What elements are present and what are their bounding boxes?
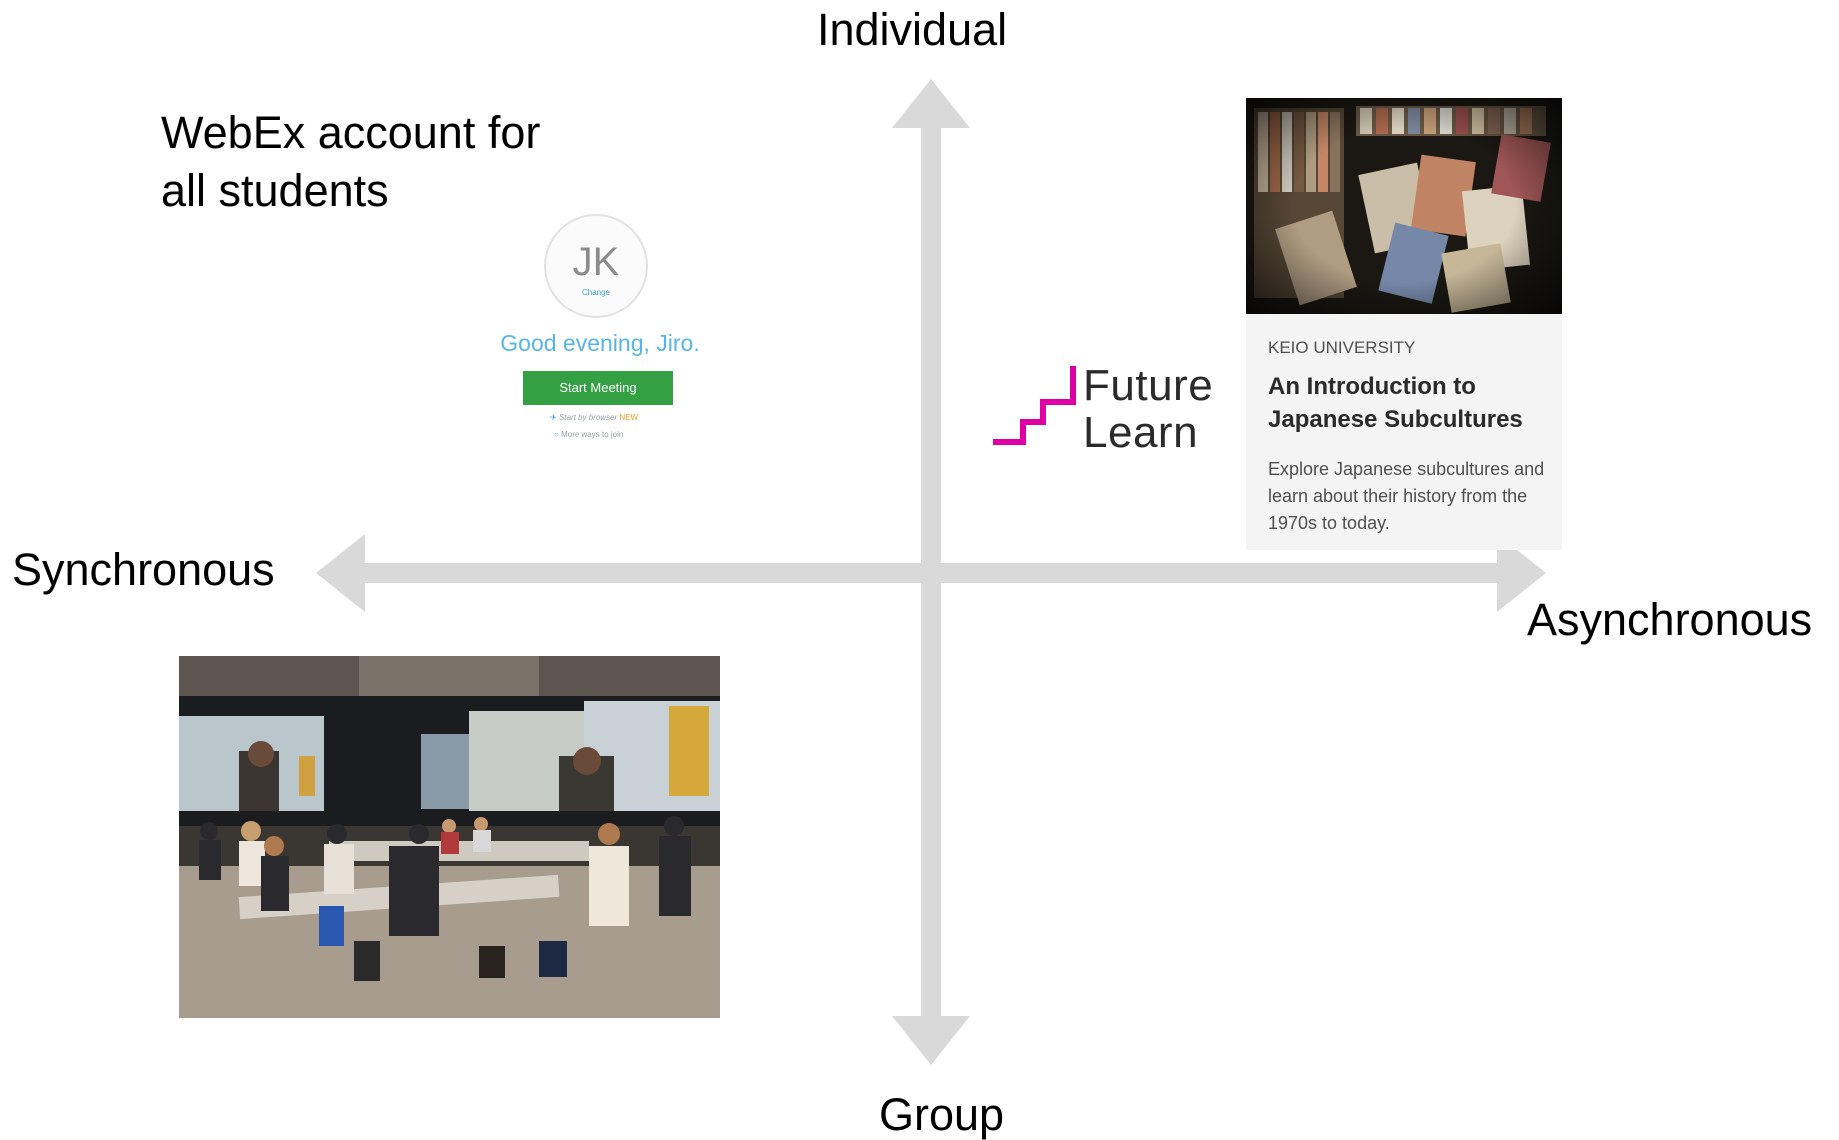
avatar[interactable]: JK Change (544, 214, 648, 318)
webex-caption: WebEx account for all students (161, 104, 540, 220)
greeting-text: Good evening, Jiro. (500, 330, 700, 356)
axis-label-synchronous: Synchronous (12, 544, 275, 595)
webex-screenshot: JK Change Good evening, Jiro. Start Meet… (490, 210, 730, 450)
video-conference-classroom-photo (179, 656, 720, 1018)
futurelearn-logo: Future Learn (993, 362, 1223, 462)
up-arrow-head (892, 79, 970, 128)
axis-label-asynchronous: Asynchronous (1527, 594, 1813, 645)
axis-label-group: Group (879, 1089, 1005, 1140)
axis-label-individual: Individual (817, 4, 1008, 55)
browser-icon: ✈ (550, 413, 557, 422)
start-by-browser-link[interactable]: ✈ Start by browser NEW (550, 413, 638, 422)
course-description: Explore Japanese subcultures and learn a… (1268, 459, 1545, 533)
browser-link-label: Start by browser (558, 413, 618, 422)
horizontal-axis-shaft (360, 563, 1510, 583)
right-arrow-head (1497, 534, 1546, 612)
start-meeting-button[interactable]: Start Meeting (523, 371, 673, 405)
avatar-initials: JK (572, 240, 620, 284)
futurelearn-staircase-icon (993, 366, 1076, 445)
more-ways-label: More ways to join (561, 430, 624, 439)
down-arrow-head (892, 1016, 970, 1065)
course-university: KEIO UNIVERSITY (1268, 338, 1416, 357)
logo-word-learn: Learn (1083, 408, 1199, 457)
course-title[interactable]: An Introduction to Japanese Subcultures (1268, 373, 1523, 433)
more-ways-to-join-link[interactable]: ○ More ways to join (554, 430, 623, 439)
logo-word-future: Future (1083, 361, 1214, 410)
left-arrow-head (316, 534, 365, 612)
new-badge: NEW (619, 413, 639, 422)
webex-caption-line2: all students (161, 165, 389, 216)
webex-caption-line1: WebEx account for (161, 107, 541, 158)
avatar-change-link[interactable]: Change (581, 288, 611, 297)
info-icon: ○ (554, 430, 559, 439)
course-card[interactable]: KEIO UNIVERSITY An Introduction to Japan… (1246, 98, 1562, 550)
course-image-manga-shelves (1246, 98, 1562, 314)
